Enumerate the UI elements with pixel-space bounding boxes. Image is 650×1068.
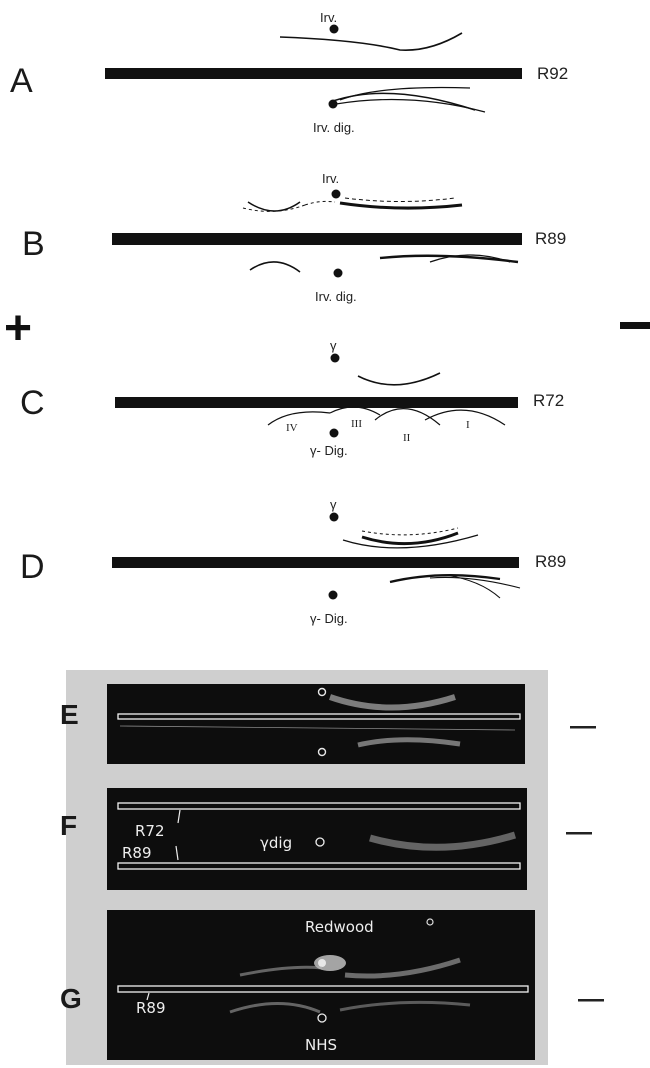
- panel-b-trough: [112, 233, 522, 245]
- panel-c: C γ R72 IV III II I γ- Dig.: [20, 338, 564, 458]
- panel-d: D γ R89 γ- Dig.: [20, 497, 566, 626]
- panel-a-top-well: [330, 25, 339, 34]
- panel-c-top-well: [331, 354, 340, 363]
- panel-d-letter: D: [20, 548, 45, 586]
- photo-g-negative-sign: [578, 999, 604, 1002]
- panel-b-label: R89: [535, 229, 566, 248]
- panel-d-top-sample: γ: [330, 497, 337, 512]
- panel-b-bottom-sample: Irv. dig.: [315, 289, 357, 304]
- positive-electrode-sign: +: [4, 302, 32, 355]
- photo-f-label-bottom: R89: [122, 844, 152, 862]
- photo-g-label-top: Redwood: [305, 918, 374, 936]
- panel-d-top-well: [330, 513, 339, 522]
- negative-electrode-sign: [620, 322, 650, 329]
- panel-b-top-well: [332, 190, 341, 199]
- photo-g: G Redwood R89 NHS: [60, 910, 604, 1060]
- panel-b-top-arc-left: [248, 202, 300, 211]
- photo-f: F R72 γdig R89: [60, 788, 592, 890]
- panel-c-label: R72: [533, 391, 564, 410]
- photo-f-letter: F: [60, 810, 77, 841]
- panel-c-roman-iv: IV: [286, 422, 298, 434]
- photo-f-label-top: R72: [135, 822, 165, 840]
- panel-c-letter: C: [20, 384, 45, 422]
- photo-g-label-bottom: NHS: [305, 1036, 337, 1054]
- panel-a: A Irv. R92 Irv. dig.: [10, 10, 568, 135]
- photo-f-sample: γdig: [260, 834, 292, 852]
- photo-g-label-side: R89: [136, 999, 166, 1017]
- panel-b-bottom-well: [334, 269, 343, 278]
- panel-b-bottom-arc-left: [250, 262, 300, 272]
- panel-c-top-arc: [358, 373, 440, 385]
- panel-a-trough: [105, 68, 522, 79]
- photo-e-letter: E: [60, 699, 79, 730]
- panel-d-bottom-sample: γ- Dig.: [310, 611, 348, 626]
- panel-b-top-arc-main: [340, 203, 462, 208]
- photo-e-negative-sign: [570, 726, 596, 729]
- panel-a-bottom-sample: Irv. dig.: [313, 120, 355, 135]
- panel-b-letter: B: [22, 225, 45, 263]
- panel-c-roman-ii: II: [403, 432, 411, 444]
- panel-c-top-sample: γ: [330, 338, 337, 353]
- panel-b-top-dashed-mid: [305, 201, 335, 205]
- panel-d-label: R89: [535, 552, 566, 571]
- panel-d-bottom-well: [329, 591, 338, 600]
- panel-c-arc-iv: [268, 412, 330, 425]
- panel-b-top-dashed-right: [345, 198, 455, 202]
- panel-a-top-sample: Irv.: [320, 10, 337, 25]
- panel-c-trough: [115, 397, 518, 408]
- panel-c-roman-iii: III: [351, 418, 362, 430]
- panel-c-roman-i: I: [466, 419, 470, 431]
- panel-d-trough: [112, 557, 519, 568]
- panel-d-top-dashed: [362, 528, 458, 535]
- panel-b-top-sample: Irv.: [322, 171, 339, 186]
- panel-a-letter: A: [10, 62, 33, 100]
- panel-c-arc-iii: [330, 407, 380, 415]
- panel-c-bottom-well: [330, 429, 339, 438]
- panel-a-top-arc: [280, 33, 462, 50]
- photo-e-plate: [107, 684, 525, 764]
- photo-f-negative-sign: [566, 832, 592, 835]
- panel-a-label: R92: [537, 64, 568, 83]
- photo-e: E: [60, 684, 596, 764]
- panel-b: B Irv. R89 Irv. dig.: [22, 171, 566, 304]
- photo-g-letter: G: [60, 983, 82, 1014]
- panel-c-bottom-sample: γ- Dig.: [310, 443, 348, 458]
